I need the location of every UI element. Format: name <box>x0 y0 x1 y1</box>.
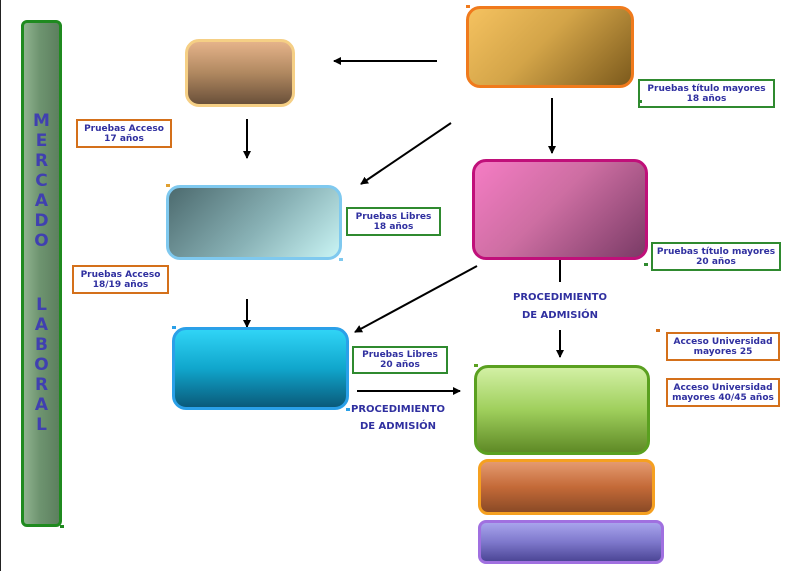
procedure-right-line2: DE ADMISIÓN <box>521 310 599 321</box>
sidebar-letter: A <box>34 191 49 211</box>
node-top-gold <box>466 6 634 88</box>
corner-dot <box>172 326 176 329</box>
label-universidad-25: Acceso Universidad mayores 25 <box>666 332 780 361</box>
node-blue <box>172 327 349 410</box>
procedure-bottom-line1: PROCEDIMIENTO <box>351 404 445 415</box>
node-purple <box>478 520 664 564</box>
left-frame-line <box>0 0 1 571</box>
corner-dot <box>166 184 170 187</box>
corner-dot <box>638 100 642 103</box>
label-acceso-17: Pruebas Acceso 17 años <box>76 119 172 148</box>
sidebar-mercado-laboral: M E R C A D O L A B O R A L <box>21 20 62 527</box>
node-pink <box>472 159 648 260</box>
label-acceso-18-19: Pruebas Acceso 18/19 años <box>72 265 169 294</box>
sidebar-letter: O <box>34 231 49 251</box>
procedure-right-line1: PROCEDIMIENTO <box>513 292 607 303</box>
sidebar-letter: D <box>34 211 49 231</box>
sidebar-letter: C <box>35 171 48 191</box>
node-small-tan <box>185 39 295 107</box>
label-libres-20: Pruebas Libres 20 años <box>352 346 448 374</box>
corner-dot <box>466 5 470 8</box>
label-universidad-40-45: Acceso Universidad mayores 40/45 años <box>666 378 780 407</box>
corner-dot <box>656 329 660 332</box>
sidebar-letter: R <box>34 375 49 395</box>
arrow-top-to-teal <box>360 122 452 185</box>
corner-dot <box>60 525 64 528</box>
corner-dot <box>339 258 343 261</box>
node-green <box>474 365 650 455</box>
sidebar-letter: L <box>36 415 47 435</box>
corner-dot <box>474 364 478 367</box>
label-titulo-18: Pruebas título mayores 18 años <box>638 79 775 108</box>
arrow-pink-to-blue <box>354 265 478 333</box>
procedure-bottom-line2: DE ADMISIÓN <box>359 421 437 432</box>
sidebar-letter: M <box>33 111 50 131</box>
node-teal <box>166 185 342 260</box>
corner-dot <box>346 408 350 411</box>
sidebar-letter: A <box>34 315 49 335</box>
sidebar-letter: R <box>34 151 49 171</box>
sidebar-letter: A <box>34 395 49 415</box>
node-orange <box>478 459 655 515</box>
sidebar-letter: L <box>36 295 47 315</box>
label-titulo-20: Pruebas título mayores 20 años <box>651 242 781 271</box>
label-libres-18: Pruebas Libres 18 años <box>346 207 441 236</box>
corner-dot <box>644 263 648 266</box>
sidebar-letter: O <box>34 355 49 375</box>
sidebar-letter: B <box>35 335 48 355</box>
sidebar-letter: E <box>35 131 48 151</box>
